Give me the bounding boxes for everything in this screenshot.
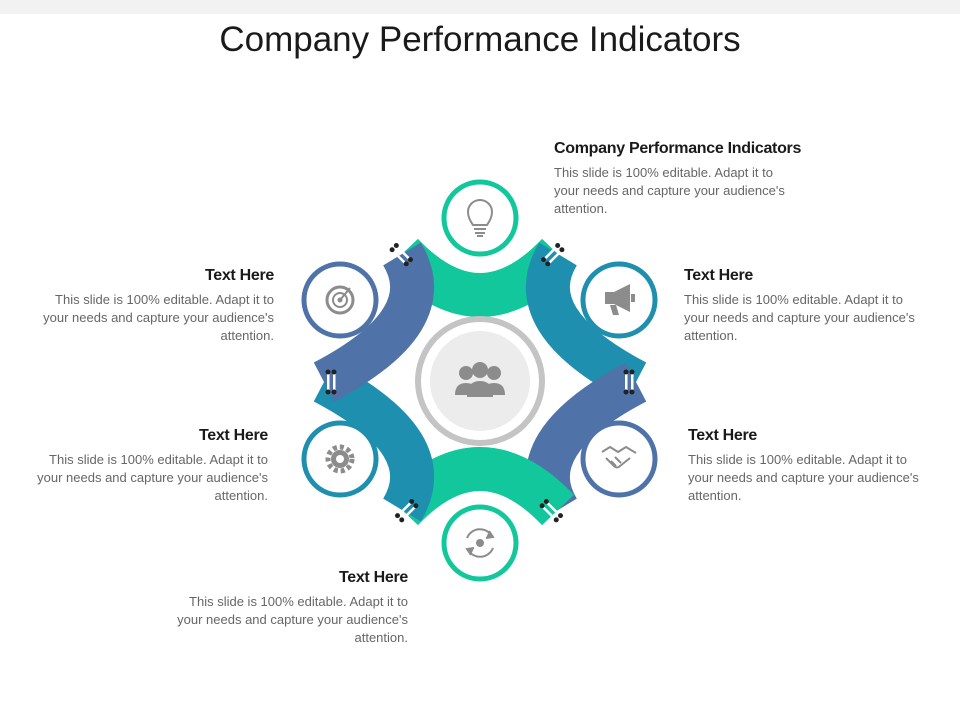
stitch-joint-top-right <box>541 243 565 267</box>
info-block-lower-right: Text Here This slide is 100% editable. A… <box>688 427 928 505</box>
stitch-joint-bottom-left <box>395 499 419 523</box>
info-heading: Text Here <box>338 569 408 586</box>
handshake-icon <box>601 446 637 469</box>
arc-segment-lower-left <box>313 362 434 522</box>
stitch-joint-right <box>623 369 635 395</box>
lightbulb-icon <box>466 199 494 237</box>
info-block-lower-left: Text Here This slide is 100% editable. A… <box>28 427 268 505</box>
info-body: This slide is 100% editable. Adapt it to… <box>177 594 408 645</box>
arc-segment-upper-left <box>313 242 434 402</box>
info-body: This slide is 100% editable. Adapt it to… <box>37 452 268 503</box>
stitch-joint-left <box>325 369 337 395</box>
megaphone-icon <box>605 284 635 315</box>
info-block-upper-right: Text Here This slide is 100% editable. A… <box>684 267 924 345</box>
page-title: Company Performance Indicators <box>219 20 741 59</box>
info-block-bottom: Text Here This slide is 100% editable. A… <box>168 569 408 647</box>
target-icon <box>325 285 355 315</box>
info-heading: Company Performance Indicators <box>554 140 802 157</box>
info-body: This slide is 100% editable. Adapt it to… <box>43 292 274 343</box>
gear-icon <box>325 444 355 474</box>
info-heading: Text Here <box>688 427 758 444</box>
info-body: This slide is 100% editable. Adapt it to… <box>688 452 919 503</box>
top-bar <box>0 0 960 14</box>
arc-segment-upper-right <box>526 242 647 402</box>
info-block-upper-left: Text Here This slide is 100% editable. A… <box>34 267 274 345</box>
info-heading: Text Here <box>198 427 268 444</box>
node-top <box>441 179 519 257</box>
node-lower-right <box>580 420 658 498</box>
info-heading: Text Here <box>684 267 754 284</box>
stitch-joint-top-left <box>389 243 413 267</box>
info-body: This slide is 100% editable. Adapt it to… <box>554 165 785 216</box>
info-heading: Text Here <box>204 267 274 284</box>
team-icon <box>455 362 505 397</box>
info-body: This slide is 100% editable. Adapt it to… <box>684 292 915 343</box>
refresh-gear-icon <box>465 528 495 558</box>
stitch-joint-bottom-right <box>539 499 563 523</box>
info-block-top: Company Performance Indicators This slid… <box>554 140 864 218</box>
